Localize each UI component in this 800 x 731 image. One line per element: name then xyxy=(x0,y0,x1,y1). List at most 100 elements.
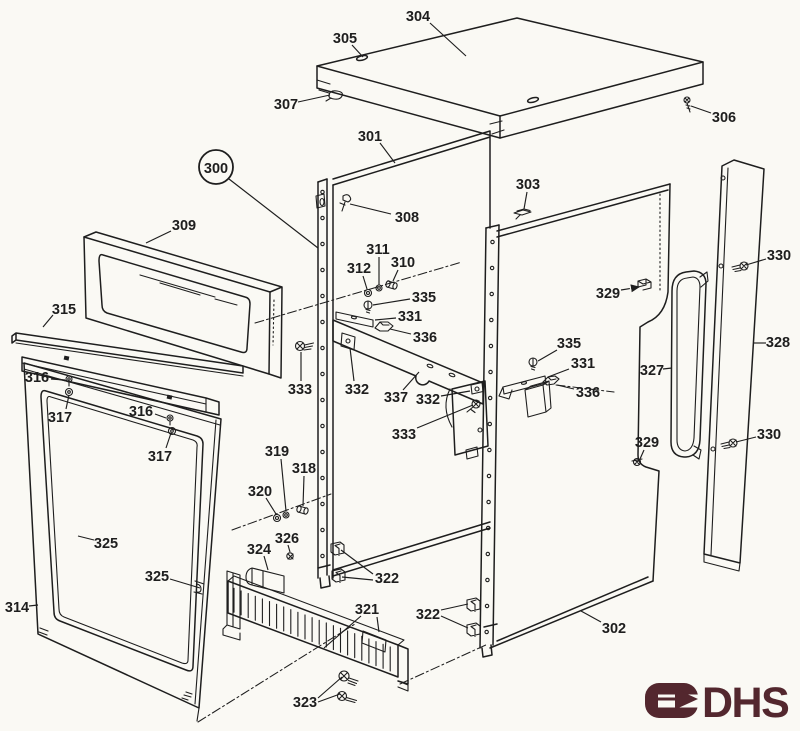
svg-text:320: 320 xyxy=(248,484,272,500)
part-label-312: 312 xyxy=(347,261,371,290)
svg-text:324: 324 xyxy=(247,542,271,558)
svg-text:336: 336 xyxy=(413,330,437,346)
part-fasteners-318-319-320 xyxy=(272,505,309,523)
part-label-330: 330 xyxy=(735,427,781,443)
part-label-317: 317 xyxy=(48,394,72,426)
svg-text:327: 327 xyxy=(640,363,664,379)
svg-text:316: 316 xyxy=(25,370,49,386)
part-label-310: 310 xyxy=(391,255,415,282)
part-label-331: 331 xyxy=(374,309,422,325)
svg-text:304: 304 xyxy=(406,9,430,25)
part-label-337: 337 xyxy=(384,371,420,406)
part-label-336: 336 xyxy=(389,328,437,346)
svg-text:300: 300 xyxy=(204,161,228,177)
part-clips-329 xyxy=(631,278,652,467)
svg-text:331: 331 xyxy=(398,309,422,325)
part-door-314 xyxy=(23,362,222,722)
svg-text:312: 312 xyxy=(347,261,371,277)
part-label-304: 304 xyxy=(406,9,467,57)
part-label-316: 316 xyxy=(129,404,167,420)
part-grille-end-cap xyxy=(222,570,241,641)
part-label-318: 318 xyxy=(292,461,316,507)
part-label-329: 329 xyxy=(596,284,641,302)
svg-text:315: 315 xyxy=(52,302,76,318)
svg-text:331: 331 xyxy=(571,356,595,372)
part-label-311: 311 xyxy=(366,242,390,285)
part-label-321: 321 xyxy=(323,602,380,649)
part-label-326: 326 xyxy=(275,531,299,553)
part-label-328: 328 xyxy=(753,335,790,351)
svg-text:322: 322 xyxy=(375,571,399,587)
part-hinge-pin-308 xyxy=(339,194,352,212)
part-label-332: 332 xyxy=(345,347,369,398)
part-label-303: 303 xyxy=(516,177,540,210)
part-back-panel xyxy=(315,130,491,589)
svg-text:307: 307 xyxy=(274,97,298,113)
part-label-330: 330 xyxy=(745,248,791,266)
svg-text:330: 330 xyxy=(757,427,781,443)
part-clips-322 xyxy=(330,541,481,638)
part-label-315: 315 xyxy=(42,302,76,328)
part-label-333: 333 xyxy=(392,404,474,443)
part-label-314: 314 xyxy=(5,600,39,616)
svg-text:335: 335 xyxy=(412,290,436,306)
part-side-panel xyxy=(479,183,671,658)
part-screw-306 xyxy=(683,96,691,113)
svg-text:316: 316 xyxy=(129,404,153,420)
part-label-336: 336 xyxy=(556,384,600,401)
part-trim-strip-315 xyxy=(11,332,244,377)
svg-text:325: 325 xyxy=(145,569,169,585)
part-label-305: 305 xyxy=(333,31,364,58)
part-label-335: 335 xyxy=(537,336,581,362)
part-side-trim-327 xyxy=(670,270,709,460)
svg-text:330: 330 xyxy=(767,248,791,264)
artwork xyxy=(11,17,765,723)
part-screws-323 xyxy=(336,670,359,704)
svg-text:306: 306 xyxy=(712,110,736,126)
part-label-325: 325 xyxy=(145,569,201,589)
svg-text:301: 301 xyxy=(358,129,382,145)
part-cross-brace-337 xyxy=(332,319,484,428)
svg-text:303: 303 xyxy=(516,177,540,193)
part-label-306: 306 xyxy=(690,105,736,126)
part-label-323: 323 xyxy=(293,676,343,711)
part-label-329: 329 xyxy=(635,435,659,460)
svg-text:325: 325 xyxy=(94,536,118,552)
part-label-307: 307 xyxy=(274,94,331,113)
part-label-308: 308 xyxy=(349,203,419,226)
svg-text:311: 311 xyxy=(366,242,389,258)
svg-text:329: 329 xyxy=(635,435,659,451)
part-mount-plate-center xyxy=(451,380,489,460)
svg-text:308: 308 xyxy=(395,210,419,226)
part-label-302: 302 xyxy=(580,610,626,637)
svg-text:319: 319 xyxy=(265,444,289,460)
part-door-top-bar xyxy=(21,355,220,416)
svg-text:337: 337 xyxy=(384,390,408,406)
part-label-332: 332 xyxy=(416,390,471,408)
part-label-335: 335 xyxy=(372,290,436,306)
svg-text:302: 302 xyxy=(602,621,626,637)
part-control-panel-309 xyxy=(83,231,283,379)
part-top-panel xyxy=(316,17,704,139)
svg-text:332: 332 xyxy=(416,392,440,408)
part-label-322: 322 xyxy=(340,549,399,587)
dhs-logo-arrow-icon xyxy=(650,688,698,710)
part-bracket-324 xyxy=(245,552,294,594)
part-label-317: 317 xyxy=(148,432,172,465)
svg-text:322: 322 xyxy=(416,607,440,623)
svg-text:318: 318 xyxy=(292,461,316,477)
svg-text:333: 333 xyxy=(392,427,416,443)
part-label-322: 322 xyxy=(416,603,469,629)
part-label-331: 331 xyxy=(547,356,595,378)
part-label-309: 309 xyxy=(145,218,196,244)
part-label-324: 324 xyxy=(247,542,271,571)
part-label-300: 300 xyxy=(198,149,319,249)
part-screw-333-left xyxy=(294,340,315,352)
svg-text:329: 329 xyxy=(596,286,620,302)
svg-text:309: 309 xyxy=(172,218,196,234)
svg-text:310: 310 xyxy=(391,255,415,271)
part-bracket-right-331 xyxy=(498,357,560,418)
part-label-333: 333 xyxy=(288,352,312,398)
